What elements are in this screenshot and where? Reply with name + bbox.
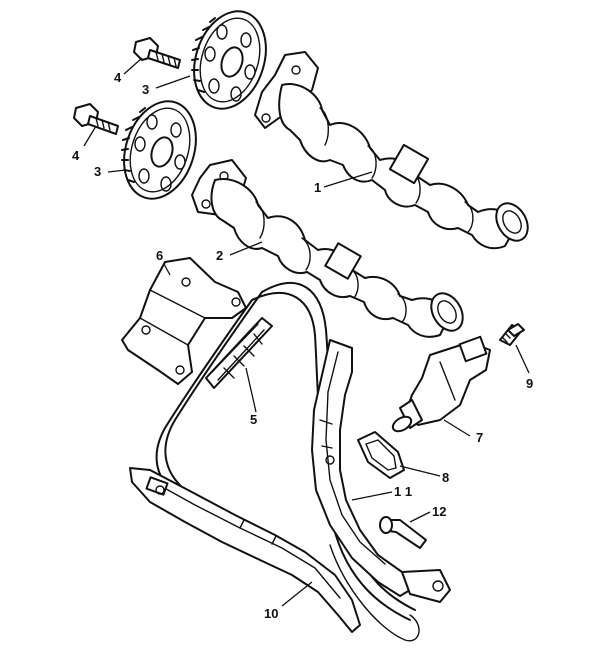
- chain-tensioner: [391, 335, 491, 433]
- callout-2: 2: [216, 248, 223, 263]
- guide-pin: [379, 516, 427, 549]
- callout-5: 5: [250, 412, 257, 427]
- chain-guide-strip: [205, 317, 273, 389]
- chain-guide-bracket: [121, 257, 247, 385]
- camshaft-intake: [191, 159, 464, 338]
- callout-3-upper: 3: [142, 82, 149, 97]
- cam-sprocket-lower: [121, 100, 197, 200]
- leader-lines: [83, 57, 530, 607]
- sprocket-bolt-upper: [133, 37, 181, 69]
- callout-6: 6: [156, 248, 163, 263]
- callout-1: 1: [314, 180, 321, 195]
- callout-labels: 4 3 4 3 1 2 6 5 9 7 8 1 1 12 10: [72, 70, 533, 621]
- tensioner-screw: [499, 323, 525, 346]
- callout-12: 12: [432, 504, 446, 519]
- callout-10: 10: [264, 606, 278, 621]
- sprocket-bolt-lower: [73, 103, 119, 135]
- callout-4-lower: 4: [72, 148, 80, 163]
- cam-sprocket-upper: [191, 10, 267, 110]
- callout-4-upper: 4: [114, 70, 122, 85]
- callout-9: 9: [526, 376, 533, 391]
- callout-3-lower: 3: [94, 164, 101, 179]
- callout-11: 1 1: [394, 484, 412, 499]
- tensioner-gasket: [357, 431, 405, 479]
- callout-8: 8: [442, 470, 449, 485]
- camshaft-exhaust: [254, 51, 529, 250]
- fixed-guide: [129, 467, 361, 633]
- tensioner-lower-bracket: [401, 569, 451, 603]
- callout-7: 7: [476, 430, 483, 445]
